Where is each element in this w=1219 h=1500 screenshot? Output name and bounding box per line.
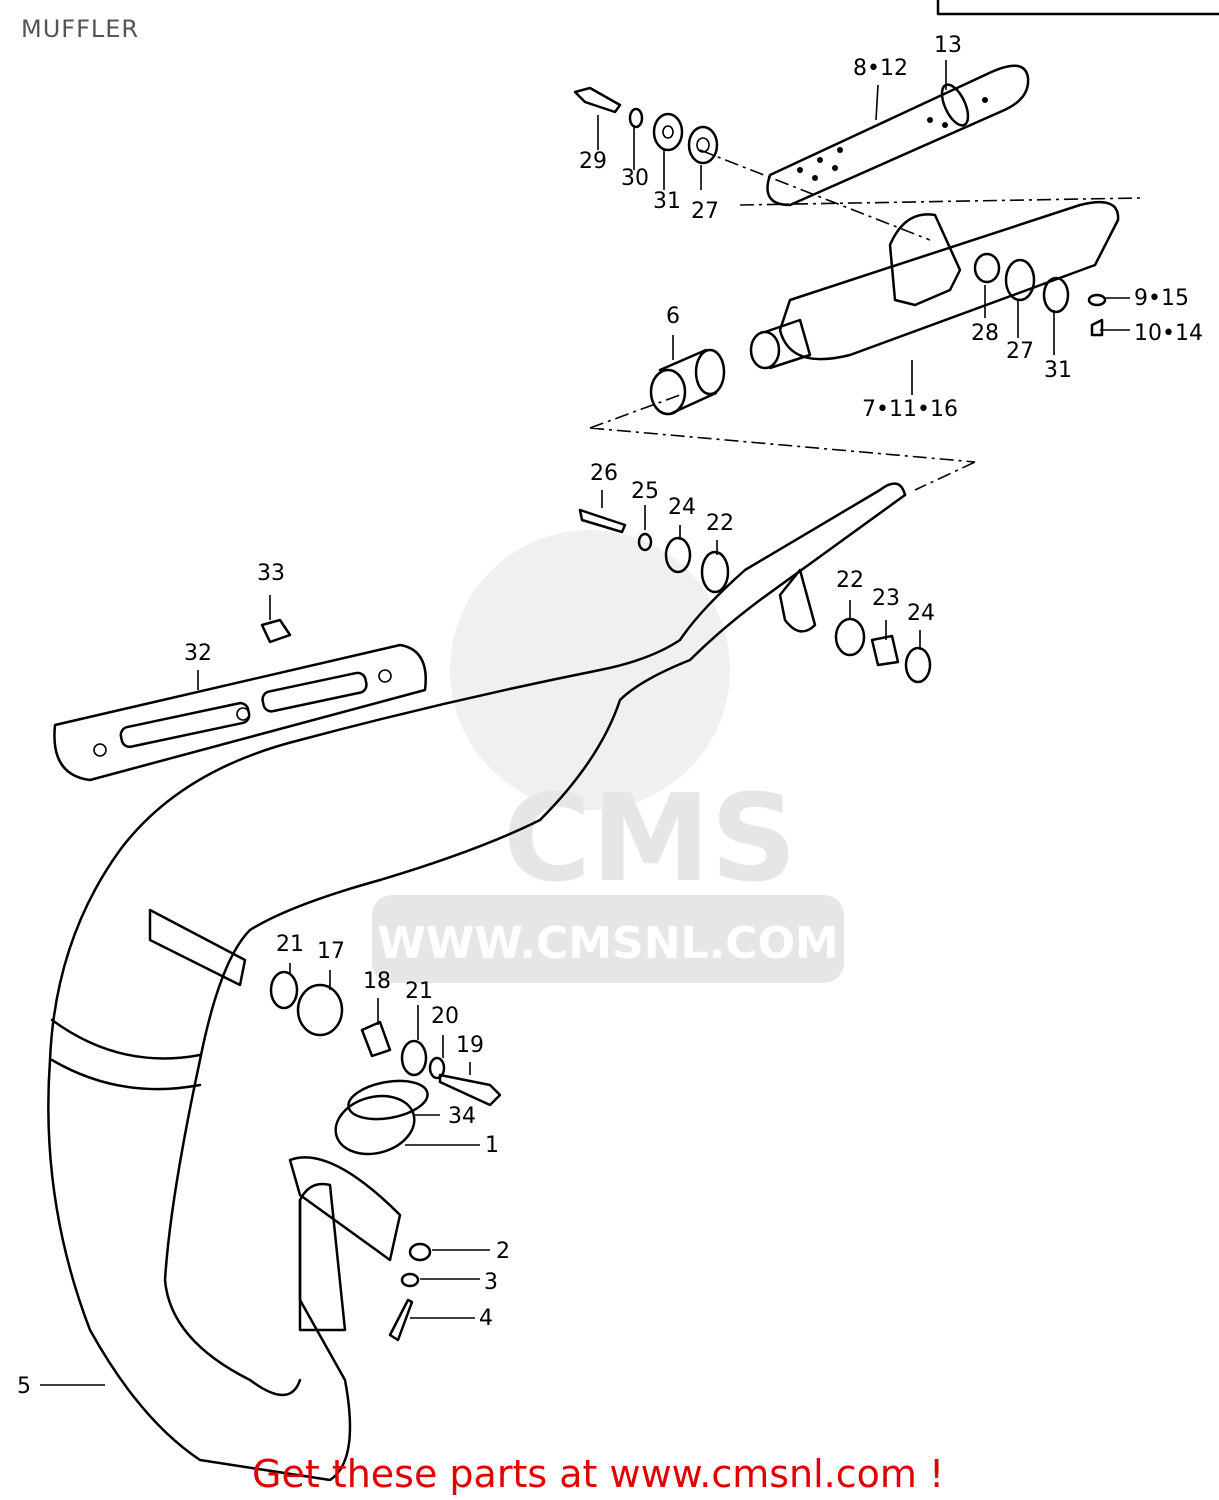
callout-label: 21 [405, 979, 433, 1004]
callout-label: 31 [1044, 358, 1072, 383]
leader-lines [40, 60, 1130, 1386]
callout-label: 6 [666, 304, 680, 329]
callout-label: 29 [579, 149, 607, 174]
callout-label: 18 [363, 969, 391, 994]
cmsnl-shop-link[interactable]: Get these parts at www.cmsnl.com ! [252, 1452, 945, 1496]
callout-label: 20 [431, 1004, 459, 1029]
bolt-washers-top [573, 86, 719, 165]
callout-label: 8•12 [853, 56, 908, 81]
callout-label: 33 [257, 561, 285, 586]
callout-label: 23 [872, 586, 900, 611]
callout-label: 27 [691, 199, 719, 224]
callout-label: 2 [496, 1239, 510, 1264]
callout-label: 9•15 [1134, 286, 1189, 311]
gasket-parts [334, 1079, 432, 1342]
watermark-url: WWW.CMSNL.COM [377, 918, 839, 969]
callout-label: 21 [276, 932, 304, 957]
silencer [749, 200, 1120, 370]
callout-label: 4 [479, 1306, 493, 1331]
callout-label: 5 [17, 1374, 31, 1399]
callout-label: 27 [1006, 339, 1034, 364]
callout-label: 22 [706, 511, 734, 536]
joint-pipe [649, 348, 726, 416]
callout-label: 30 [621, 166, 649, 191]
callout-label: 24 [668, 495, 696, 520]
exhaust-pipe [47, 482, 907, 1482]
callout-label: 13 [934, 33, 962, 58]
clamp-hardware [269, 970, 502, 1107]
diagram-title: MUFFLER [21, 15, 140, 43]
callout-label: 1 [485, 1133, 499, 1158]
mount-hardware [578, 508, 932, 684]
callout-label: 25 [631, 479, 659, 504]
callout-labels: 13 8•12 29 30 31 27 6 28 27 31 9•15 10•1… [17, 33, 1203, 1399]
callout-label: 26 [590, 461, 618, 486]
watermark-brand: CMS [503, 770, 797, 909]
heat-shield [53, 618, 427, 782]
callout-label: 31 [653, 189, 681, 214]
callout-label: 10•14 [1134, 321, 1203, 346]
frame-border [936, 0, 1219, 16]
callout-label: 24 [907, 601, 935, 626]
callout-label: 32 [184, 641, 212, 666]
callout-label: 17 [317, 939, 345, 964]
assembly-lines [589, 149, 1141, 491]
cmsnl-watermark: WWW.CMSNL.COM CMS [372, 530, 844, 983]
callout-label: 34 [448, 1104, 476, 1129]
callout-label: 22 [836, 568, 864, 593]
callout-label: 3 [484, 1270, 498, 1295]
callout-label: 7•11•16 [862, 397, 958, 422]
callout-label: 28 [971, 321, 999, 346]
callout-label: 19 [456, 1033, 484, 1058]
baffle-tube [766, 64, 1030, 207]
